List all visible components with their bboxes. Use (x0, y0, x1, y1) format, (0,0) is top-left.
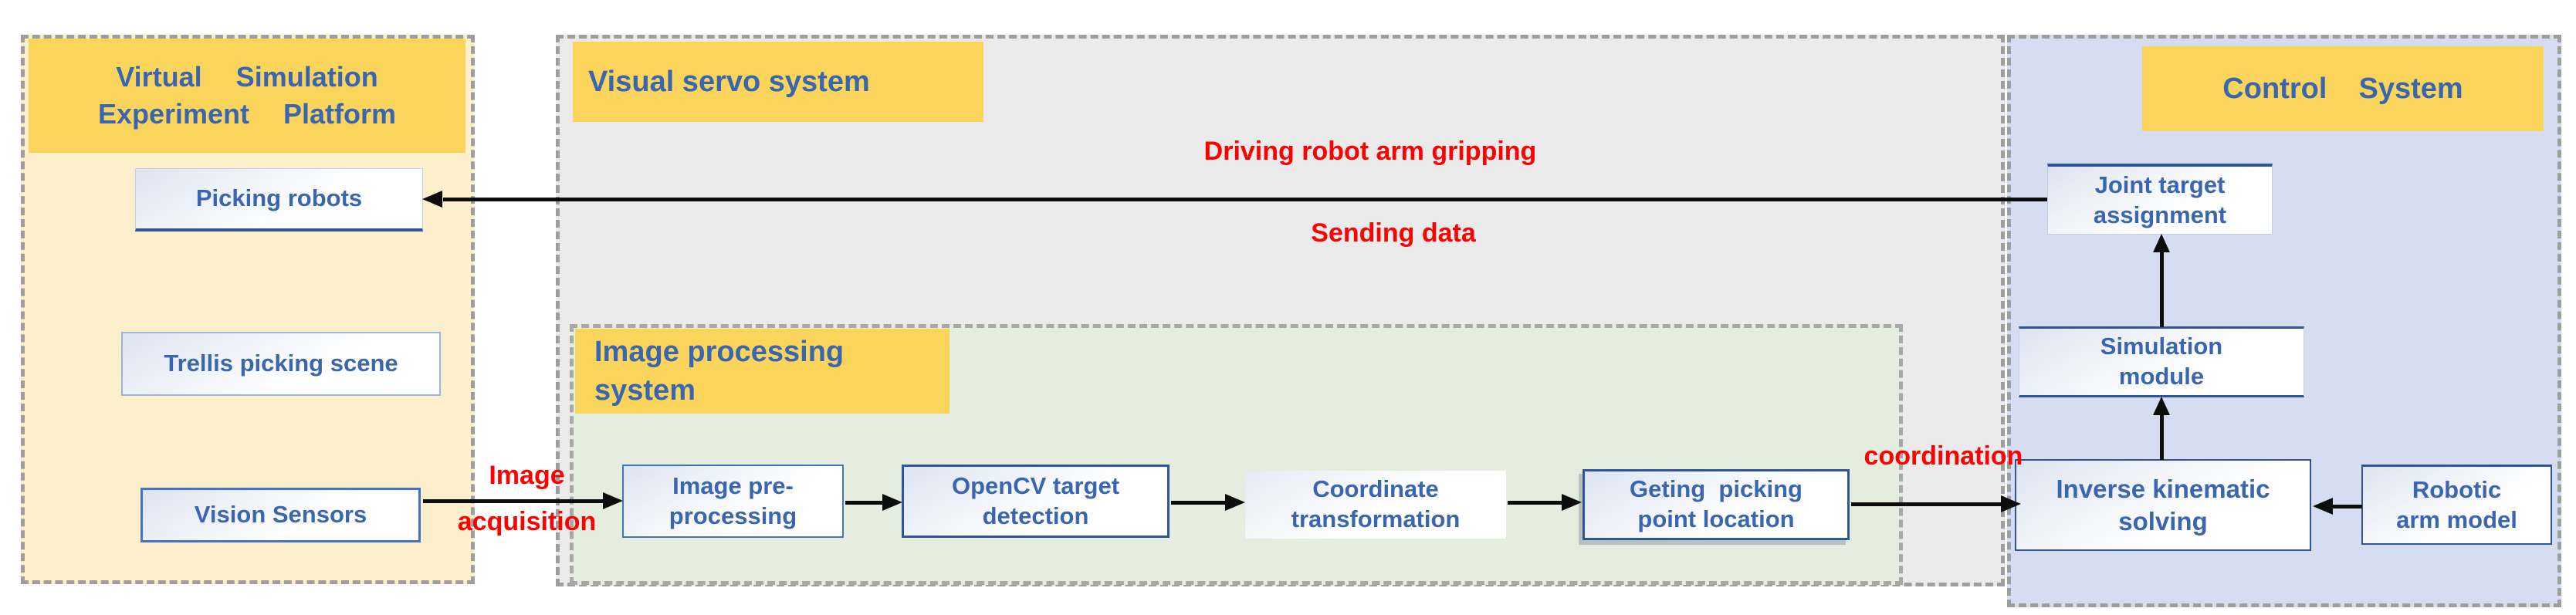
label-image-acquisition-line2: acquisition (457, 507, 597, 536)
arrow-line-coordinate-to-geting (1508, 501, 1563, 505)
arrowhead-right-icon (2001, 495, 2021, 512)
title-image-processing-system: Image processing system (575, 329, 949, 414)
arrow-line-robotic-to-inverse (2333, 505, 2362, 509)
node-geting-picking-point-location: Geting picking point location (1582, 469, 1850, 540)
node-image-pre-processing: Image pre- processing (622, 465, 844, 538)
arrowhead-up-icon (2153, 397, 2170, 415)
node-picking-robots: Picking robots (135, 168, 423, 231)
label-coordination: coordination (1863, 441, 2023, 471)
arrow-line-pre-to-opencv (845, 501, 884, 505)
arrow-line-opencv-to-coordinate (1171, 501, 1227, 505)
arrowhead-left-icon (422, 191, 442, 208)
arrowhead-left-icon (2313, 498, 2333, 515)
node-coordinate-transformation: Coordinate transformation (1245, 471, 1506, 539)
node-inverse-kinematic-solving: Inverse kinematic solving (2015, 459, 2311, 551)
title-control-system: Control System (2142, 46, 2544, 131)
arrow-line-image-acquisition (423, 499, 604, 503)
arrowhead-right-icon (1225, 494, 1245, 511)
label-image-acquisition-line1: Image (489, 461, 565, 490)
node-robotic-arm-model: Robotic arm model (2361, 465, 2552, 545)
arrowhead-right-icon (603, 492, 623, 509)
arrow-line-simulation-to-joint (2160, 252, 2164, 327)
title-visual-servo-system: Visual servo system (573, 42, 983, 122)
node-opencv-target-detection: OpenCV target detection (902, 465, 1170, 538)
arrow-line-sending-data (443, 198, 2047, 201)
arrowhead-right-icon (882, 494, 902, 511)
arrowhead-right-icon (1562, 494, 1582, 511)
label-sending-data: Sending data (1311, 218, 1476, 248)
node-joint-target-assignment: Joint target assignment (2047, 164, 2273, 235)
label-driving-robot-arm-gripping: Driving robot arm gripping (1203, 137, 1537, 166)
node-simulation-module: Simulation module (2019, 326, 2304, 397)
arrow-line-inverse-to-simulation (2160, 415, 2164, 460)
arrowhead-up-icon (2153, 234, 2170, 252)
title-virtual-simulation-platform: Virtual Simulation Experiment Platform (29, 39, 465, 153)
node-vision-sensors: Vision Sensors (140, 488, 421, 542)
node-trellis-picking-scene: Trellis picking scene (121, 332, 441, 396)
arrow-line-coordination (1851, 502, 2002, 506)
